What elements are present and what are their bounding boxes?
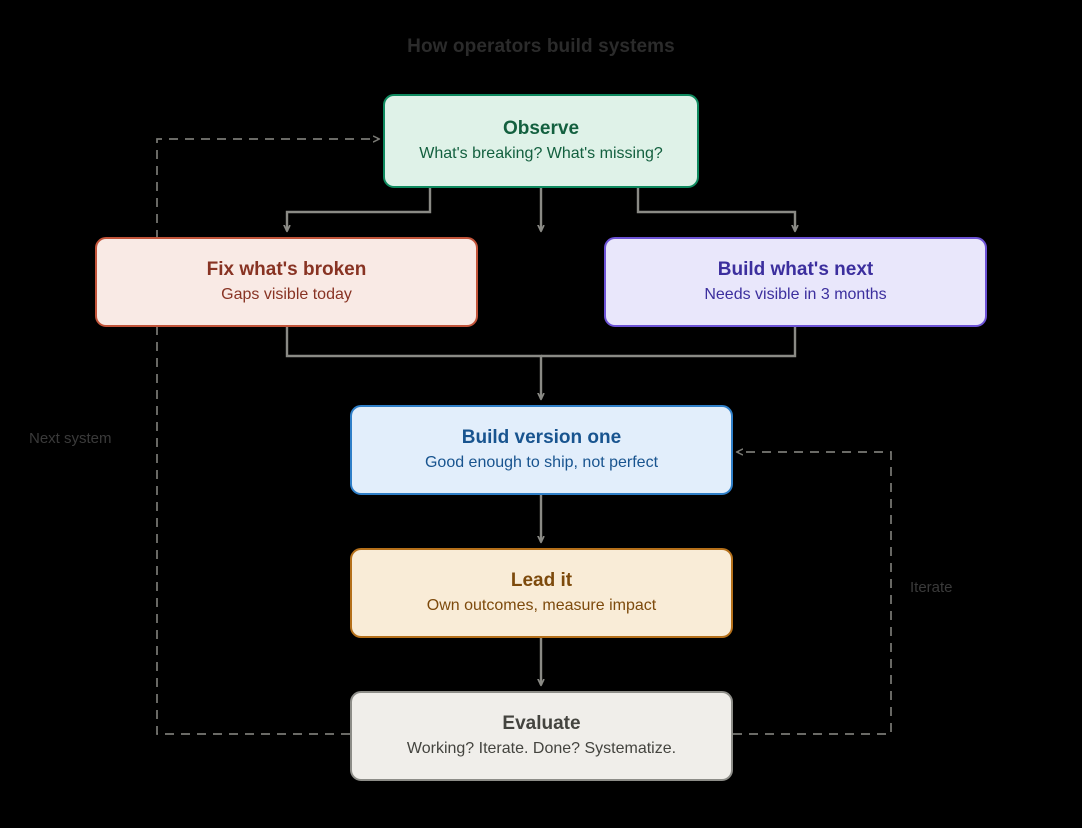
- node-lead-it[interactable]: Lead it Own outcomes, measure impact: [350, 548, 733, 638]
- node-lead-title: Lead it: [510, 570, 573, 592]
- node-version-title: Build version one: [461, 427, 622, 449]
- node-build-version-one[interactable]: Build version one Good enough to ship, n…: [350, 405, 733, 495]
- node-observe-title: Observe: [502, 118, 580, 140]
- loop-label-next-system: Next system: [29, 430, 112, 447]
- loop-iterate: [733, 452, 892, 735]
- node-next-title: Build what's next: [717, 259, 874, 281]
- node-evaluate-title: Evaluate: [502, 713, 581, 735]
- node-fix-subtitle: Gaps visible today: [221, 286, 352, 304]
- edge-next-to-version: [541, 327, 797, 358]
- node-fix-title: Fix what's broken: [206, 259, 367, 281]
- edge-observe-to-fix: [287, 188, 432, 231]
- node-evaluate-subtitle: Working? Iterate. Done? Systematize.: [406, 740, 677, 758]
- node-observe[interactable]: Observe What's breaking? What's missing?: [383, 94, 699, 188]
- page-title: How operators build systems: [407, 36, 675, 57]
- loop-label-iterate: Iterate: [910, 579, 953, 596]
- node-build-whats-next[interactable]: Build what's next Needs visible in 3 mon…: [604, 237, 987, 327]
- loop-next-system: [156, 139, 379, 735]
- node-evaluate[interactable]: Evaluate Working? Iterate. Done? Systema…: [350, 691, 733, 781]
- node-observe-subtitle: What's breaking? What's missing?: [419, 145, 663, 163]
- edge-fix-to-version: [285, 327, 541, 399]
- node-next-subtitle: Needs visible in 3 months: [704, 286, 887, 304]
- node-version-subtitle: Good enough to ship, not perfect: [424, 454, 659, 472]
- node-lead-subtitle: Own outcomes, measure impact: [426, 597, 657, 615]
- node-fix-whats-broken[interactable]: Fix what's broken Gaps visible today: [95, 237, 478, 327]
- edge-observe-to-next: [636, 188, 795, 231]
